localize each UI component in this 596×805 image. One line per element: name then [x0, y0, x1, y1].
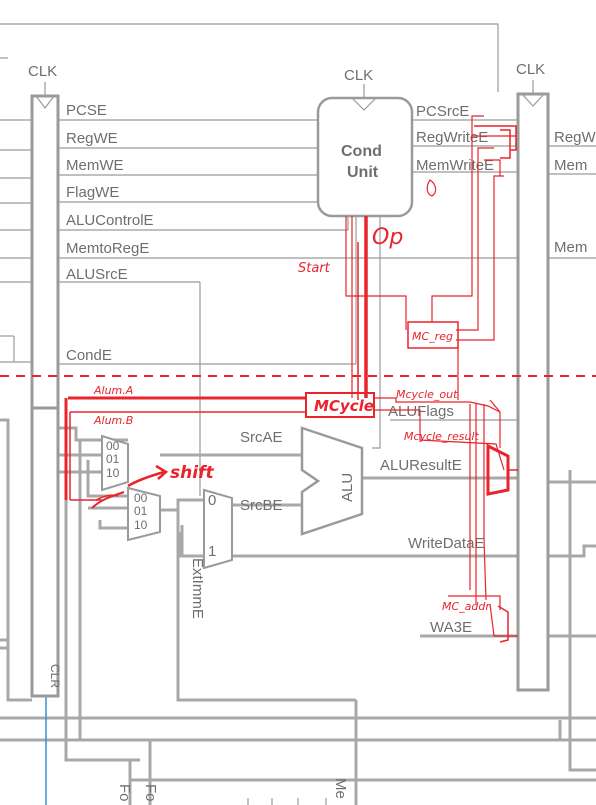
hand-mcycle: MCycle [314, 397, 374, 415]
label-regwritee: RegWriteE [416, 129, 488, 146]
alu-label: ALU [339, 473, 356, 502]
label-aluflags: ALUFlags [388, 403, 454, 420]
hand-mcycle-result: Mcycle_result [404, 430, 479, 443]
mux-a-in-01: 01 [106, 452, 120, 466]
mux-b-in-01: 01 [134, 504, 148, 518]
label-alusrce: ALUSrcE [66, 266, 128, 283]
label-regwe: RegWE [66, 130, 118, 147]
label-srcae: SrcAE [240, 429, 283, 446]
cond-unit-label-1: Cond [341, 143, 382, 160]
label-extimme: ExtImmE [189, 558, 206, 619]
right-pipeline-register [518, 80, 548, 690]
mux-src-in-1: 1 [208, 543, 216, 560]
mux-src-in-0: 0 [208, 492, 216, 509]
label-flagwe: FlagWE [66, 184, 119, 201]
label-writedatae: WriteDataE [408, 535, 484, 552]
hand-mc-addr: MC_addr [442, 600, 491, 613]
clk-left-label: CLK [28, 63, 57, 80]
hand-mcycle-out: Mcycle_out [396, 388, 458, 401]
label-memwritee: MemWriteE [416, 157, 494, 174]
label-pcse: PCSE [66, 102, 107, 119]
hand-shift: shift [170, 463, 214, 483]
label-alucontrole: ALUControlE [66, 212, 154, 229]
hand-op: Op [372, 225, 403, 250]
label-wa3e: WA3E [430, 619, 472, 636]
label-memwe: MemWE [66, 157, 124, 174]
label-pcsrce: PCSrcE [416, 103, 469, 120]
left-pipeline-register [32, 82, 58, 696]
mux-a-in-00: 00 [106, 439, 120, 453]
clr-label: CLR [48, 664, 62, 688]
hand-start: Start [298, 261, 331, 276]
label-fo-1: Fo [116, 784, 133, 802]
hand-alum-a: Alum.A [93, 384, 133, 397]
clk-right-label: CLK [516, 61, 545, 78]
mux-b-in-10: 10 [134, 518, 148, 532]
label-me: Me [332, 778, 349, 799]
mux-a-in-10: 10 [106, 466, 120, 480]
label-memtorege: MemtoRegE [66, 240, 149, 257]
label-fo-2: Fo [142, 784, 159, 802]
label-aluresulte: ALUResultE [380, 457, 462, 474]
clk-cond-label: CLK [344, 67, 373, 84]
mux-b-in-00: 00 [134, 491, 148, 505]
cond-unit-label-2: Unit [347, 164, 379, 181]
hand-alum-b: Alum.B [93, 414, 133, 427]
label-mem-right-1: Mem [554, 157, 587, 174]
hand-mc-reg: MC_reg [412, 330, 453, 343]
label-regw-right: RegW [554, 129, 596, 146]
label-mem-right-2: Mem [554, 239, 587, 256]
label-srcbe: SrcBE [240, 497, 283, 514]
label-conde: CondE [66, 347, 112, 364]
